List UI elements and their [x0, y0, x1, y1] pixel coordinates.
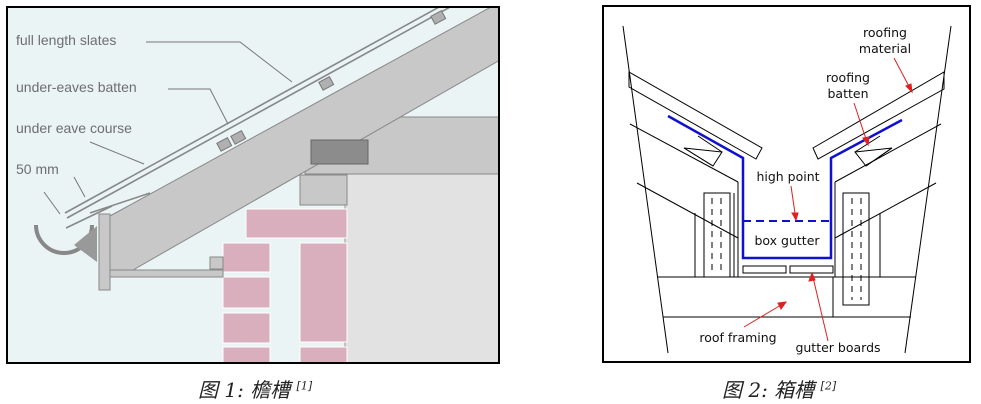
label-roofing-material-1: roofing: [863, 25, 907, 40]
brickwork: [222, 208, 348, 362]
figure1-frame: [6, 6, 500, 364]
label-under-eaves-batten: under-eaves batten: [16, 79, 137, 95]
label-roofing-batten-2: batten: [827, 86, 868, 101]
label-full-length-slates: full length slates: [16, 32, 116, 48]
gutter-bracket: [74, 226, 97, 262]
label-high-point: high point: [756, 169, 819, 184]
figure2-caption-text: 图 2: 箱槽: [722, 378, 815, 402]
wall: [344, 172, 498, 362]
figure2-frame: [602, 5, 971, 363]
slates: [64, 8, 451, 229]
battens: [216, 9, 447, 152]
leader-lines: [43, 41, 293, 215]
label-roofing-batten-1: roofing: [826, 70, 870, 85]
purlin-block: [310, 139, 369, 165]
figure2-caption: 图 2: 箱槽 [2]: [722, 374, 836, 403]
padstone: [299, 174, 348, 206]
label-gutter-boards: gutter boards: [795, 340, 880, 355]
figure1-reference[interactable]: [1]: [296, 379, 313, 393]
soffit-bearer: [209, 256, 224, 270]
leader-arrows: [743, 57, 913, 342]
label-roofing-material-2: material: [859, 41, 911, 56]
figure2-reference[interactable]: [2]: [820, 379, 837, 393]
soffit: [104, 269, 224, 278]
figure1-caption-text: 图 1: 檐槽: [198, 378, 291, 402]
label-under-eave-course: under eave course: [16, 120, 132, 136]
box-gutter-lining: [667, 114, 903, 260]
fascia-board: [98, 213, 111, 291]
box-gutter-diagram: [622, 25, 952, 354]
label-dimension: 50 mm: [16, 161, 59, 177]
figure1-caption: 图 1: 檐槽 [1]: [198, 374, 312, 403]
label-roof-framing: roof framing: [699, 330, 776, 345]
label-box-gutter: box gutter: [754, 233, 820, 248]
